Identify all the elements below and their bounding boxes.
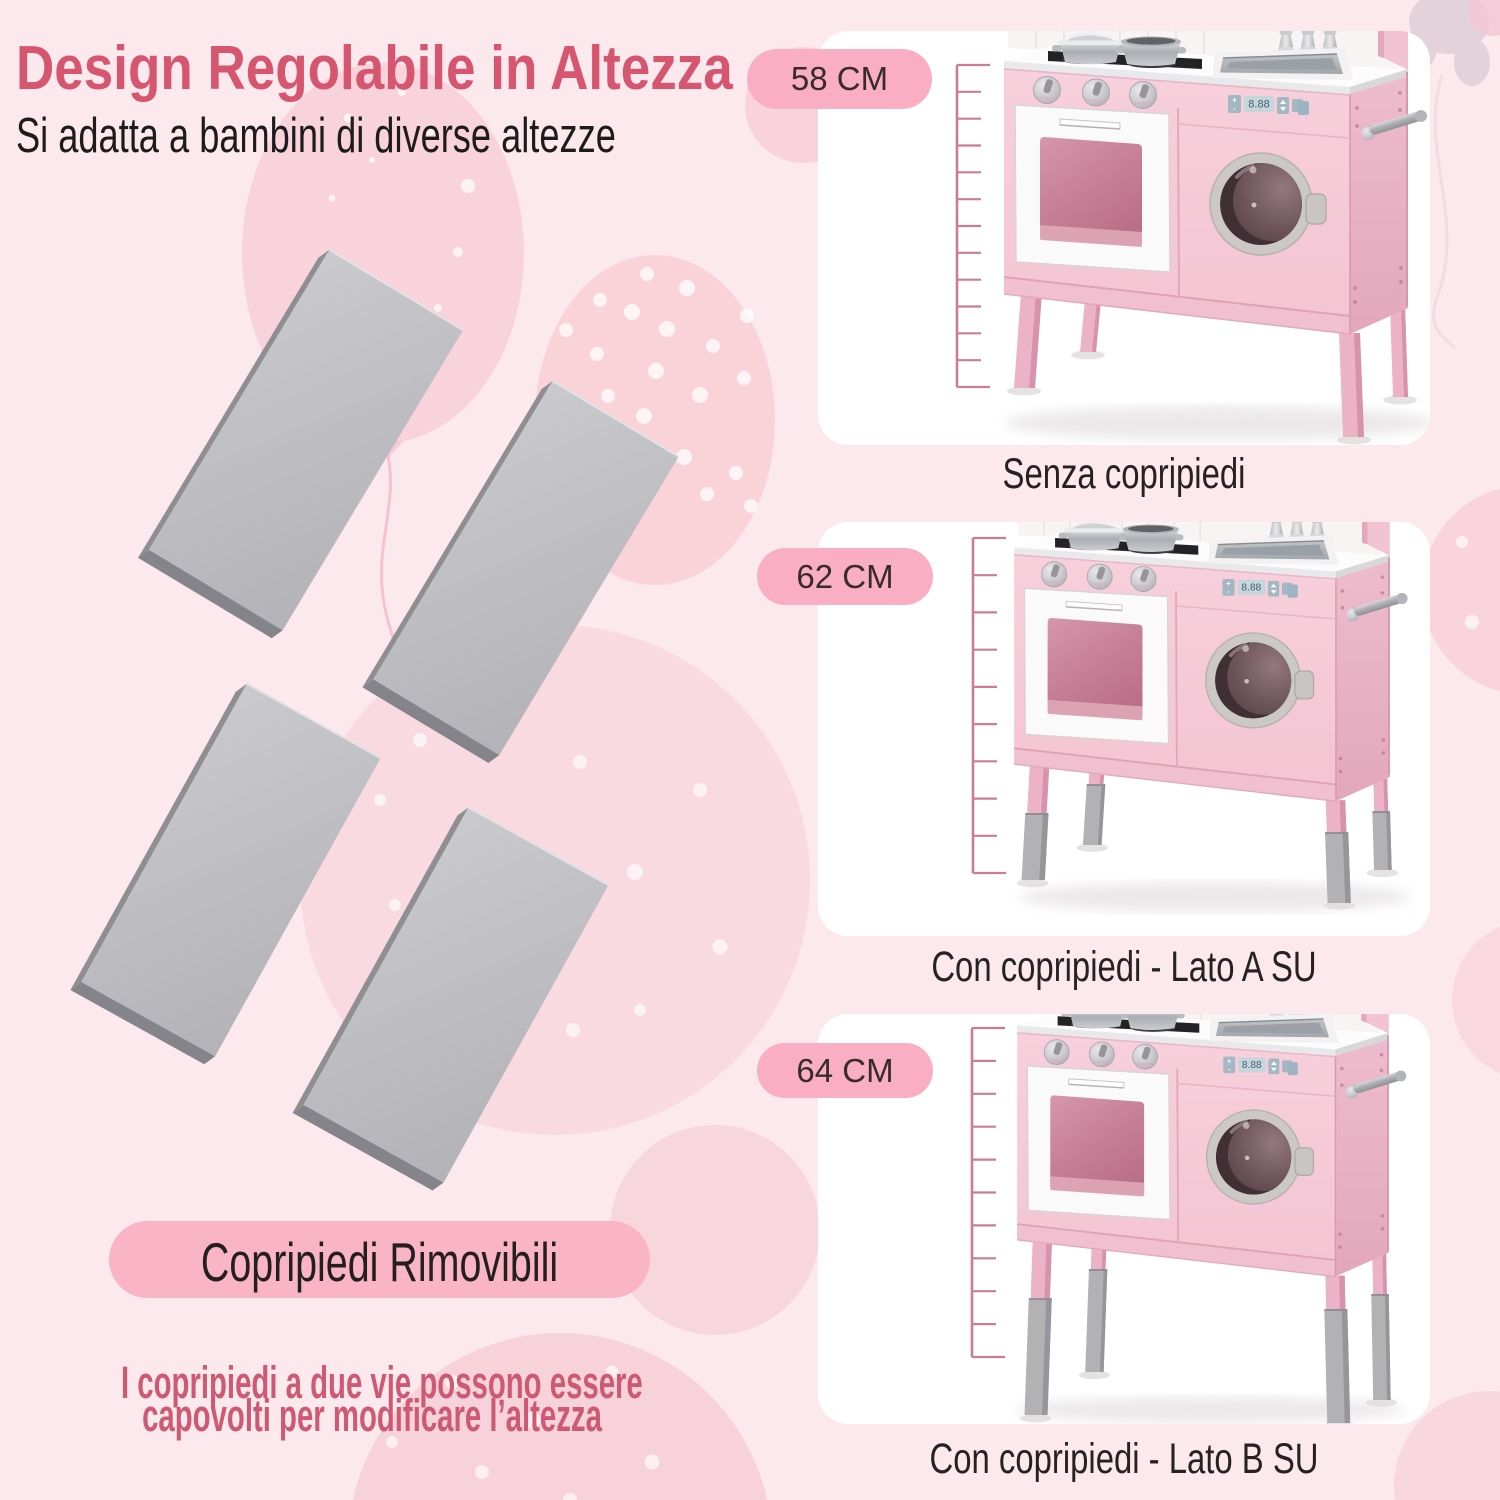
svg-text:8.88: 8.88 bbox=[1242, 1060, 1262, 1071]
svg-text:-: - bbox=[1228, 1064, 1231, 1073]
svg-text:8.88: 8.88 bbox=[1248, 99, 1269, 111]
svg-text:+: + bbox=[1226, 579, 1231, 588]
svg-text:8.88: 8.88 bbox=[1241, 583, 1261, 594]
svg-text:+: + bbox=[1232, 96, 1237, 105]
svg-text:+: + bbox=[1227, 1057, 1231, 1066]
svg-text:-: - bbox=[1233, 104, 1236, 113]
svg-text:-: - bbox=[1227, 587, 1230, 596]
